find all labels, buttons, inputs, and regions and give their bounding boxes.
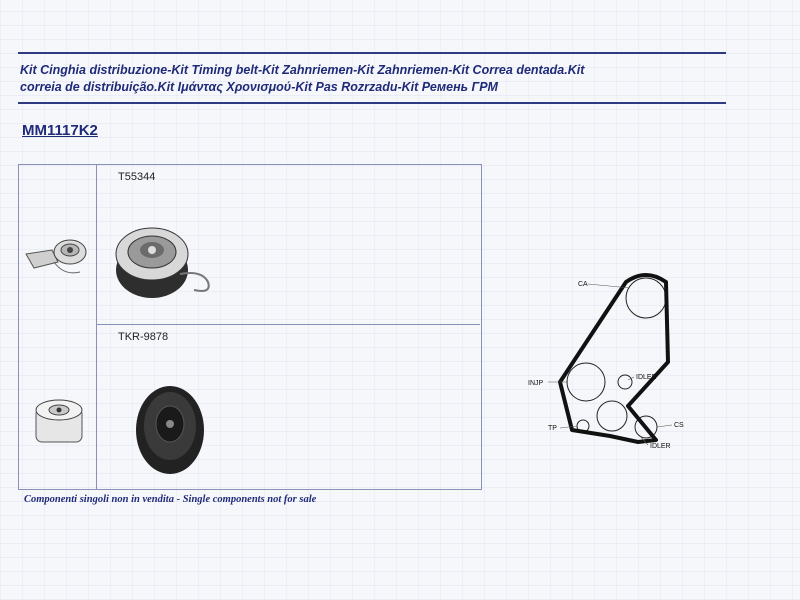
label-cs: CS bbox=[674, 422, 684, 429]
tensioner-pulley-image bbox=[115, 227, 210, 298]
kit-code: MM1117K2 bbox=[22, 122, 98, 139]
label-idler-top: IDLER bbox=[636, 374, 657, 381]
label-tp: TP bbox=[548, 425, 557, 432]
injection-pump-pulley bbox=[566, 362, 606, 402]
kit-title: Kit Cinghia distribuzione-Kit Timing bel… bbox=[20, 62, 730, 96]
header-rule-top bbox=[18, 52, 726, 54]
part-code-idler: TKR-9878 bbox=[118, 331, 169, 343]
crank-pulley bbox=[596, 400, 628, 432]
not-for-sale-note: Componenti singoli non in vendita - Sing… bbox=[24, 494, 317, 505]
panel-divider-horizontal bbox=[96, 324, 480, 325]
kit-title-line-1: Kit Cinghia distribuzione-Kit Timing bel… bbox=[20, 63, 585, 77]
kit-title-line-2: correia de distribuição.Kit Ιμάντας Χρον… bbox=[20, 80, 498, 94]
label-injp: INJP bbox=[528, 380, 544, 387]
label-idler-bottom: IDLER bbox=[650, 443, 671, 450]
part-code-tensioner: T55344 bbox=[118, 171, 156, 183]
components-panel bbox=[18, 164, 482, 490]
panel-divider-vertical bbox=[96, 164, 97, 489]
header-rule-bottom bbox=[18, 102, 726, 104]
timing-belt bbox=[558, 273, 670, 444]
belt-routing-diagram: CA INJP IDLER TP CS IDLER bbox=[528, 273, 684, 450]
idler-pulley-top bbox=[617, 374, 633, 390]
cam-pulley bbox=[625, 277, 667, 319]
label-ca: CA bbox=[578, 281, 588, 288]
tensioner-thumbnail bbox=[25, 239, 87, 274]
idler-pulley-image bbox=[136, 386, 204, 474]
idler-thumbnail bbox=[35, 399, 83, 443]
